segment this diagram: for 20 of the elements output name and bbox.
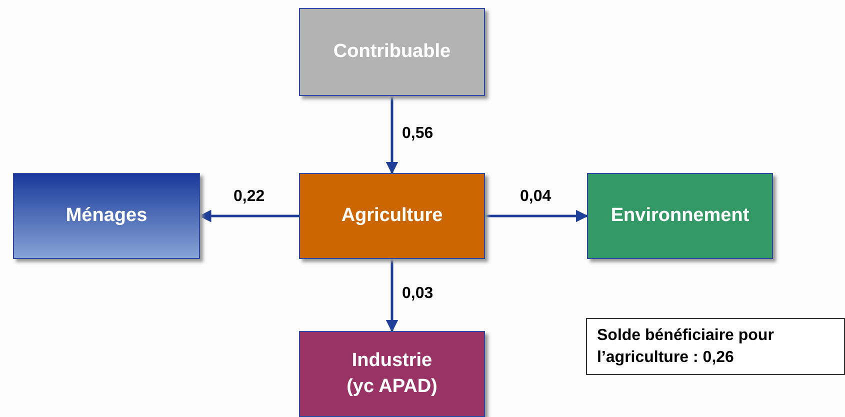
arrow bbox=[386, 96, 398, 174]
process-box bbox=[299, 331, 485, 417]
node-label: Environnement bbox=[610, 204, 750, 228]
note-box bbox=[586, 318, 845, 375]
edge-label: 0,03 bbox=[400, 285, 436, 303]
node-label: Solde bénéficiaire pour l’agriculture : 0,26 bbox=[597, 326, 775, 368]
process-box bbox=[299, 8, 485, 96]
edge-label: 0,56 bbox=[400, 124, 436, 142]
process-box bbox=[587, 173, 773, 259]
node-label: Ménages bbox=[66, 204, 148, 228]
node-label: Contribuable bbox=[333, 40, 451, 64]
arrow bbox=[386, 259, 398, 332]
process-box bbox=[13, 173, 200, 259]
node-label: Industrie (yc APAD) bbox=[346, 349, 438, 399]
arrow bbox=[485, 210, 588, 222]
arrow bbox=[198, 210, 299, 222]
edge-label: 0,22 bbox=[232, 188, 267, 206]
edge-label: 0,04 bbox=[518, 188, 554, 206]
node-label: Agriculture bbox=[341, 204, 443, 228]
process-box bbox=[299, 173, 485, 259]
